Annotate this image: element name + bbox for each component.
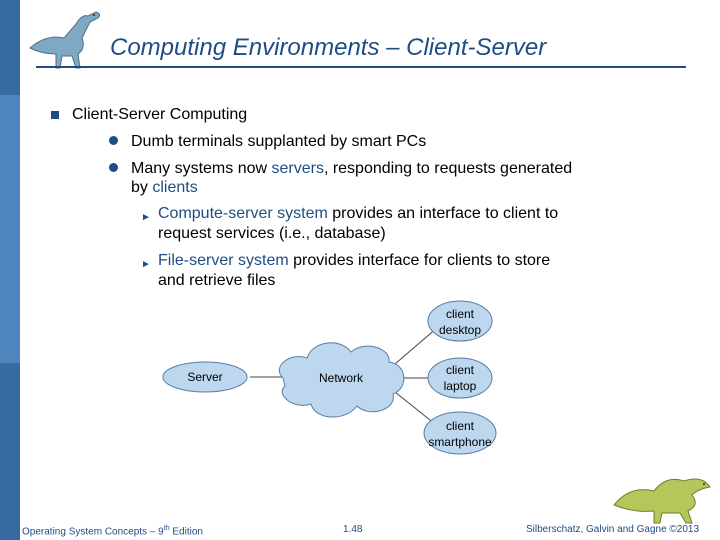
page-number: 1.48 xyxy=(343,524,363,535)
footer-authors: Silberschatz, Galvin and Gagne ©2013 xyxy=(526,524,700,535)
client-smartphone-label-2: smartphone xyxy=(428,435,492,449)
bullet-text-part: provides an interface to client to xyxy=(327,205,559,222)
bullet-text-part: and retrieve files xyxy=(158,272,276,289)
triangle-bullet-icon: ► xyxy=(141,212,151,223)
footer-text: Edition xyxy=(169,526,203,538)
client-laptop-label-1: client xyxy=(446,363,475,377)
footer-book-title: Operating System Concepts – 9th Edition xyxy=(22,525,203,537)
client-desktop-label-2: desktop xyxy=(439,323,481,337)
bullet-text-part: provides interface for clients to store xyxy=(288,252,551,269)
sidebar-band xyxy=(0,95,20,363)
circle-bullet-icon xyxy=(109,163,118,172)
client-server-diagram: Server Network client desktop client lap… xyxy=(162,300,497,455)
term-servers: servers xyxy=(271,160,324,177)
client-desktop-node xyxy=(427,300,493,342)
network-cloud xyxy=(278,342,405,418)
circle-bullet-icon xyxy=(109,136,118,145)
server-label: Server xyxy=(187,370,222,384)
bullet-text: Client-Server Computing xyxy=(72,106,248,123)
bullet-many-systems: Many systems now servers, responding to … xyxy=(109,159,573,197)
client-laptop-label-2: laptop xyxy=(444,379,477,393)
client-laptop-node xyxy=(427,357,493,399)
bullet-text-part: request services (i.e., database) xyxy=(158,225,386,242)
bullet-text: Dumb terminals supplanted by smart PCs xyxy=(131,133,427,150)
term-compute-server: Compute-server system xyxy=(158,205,328,222)
client-desktop-label-1: client xyxy=(446,307,475,321)
client-smartphone-node xyxy=(423,411,497,455)
bullet-text-part: by xyxy=(131,179,153,196)
slide-title: Computing Environments – Client-Server xyxy=(110,34,547,61)
dinosaur-footer-icon xyxy=(613,478,711,524)
bullet-text-part: Many systems now xyxy=(131,160,272,177)
footer-text: Operating System Concepts – 9 xyxy=(22,526,164,538)
sidebar-stripe xyxy=(0,0,20,540)
term-clients: clients xyxy=(152,179,198,196)
bullet-client-server-computing: Client-Server Computing xyxy=(51,106,248,124)
network-label: Network xyxy=(319,371,364,385)
bullet-dumb-terminals: Dumb terminals supplanted by smart PCs xyxy=(109,132,427,151)
footer-superscript: th xyxy=(163,525,170,532)
bullet-compute-server: ► Compute-server system provides an inte… xyxy=(141,204,559,244)
triangle-bullet-icon: ► xyxy=(141,259,151,270)
client-smartphone-label-1: client xyxy=(446,419,475,433)
bullet-text-part: , responding to requests generated xyxy=(323,160,573,177)
title-underline xyxy=(36,66,686,68)
term-file-server: File-server system xyxy=(158,252,289,269)
square-bullet-icon xyxy=(51,111,59,119)
bullet-file-server: ► File-server system provides interface … xyxy=(141,251,551,291)
server-node xyxy=(162,361,248,393)
dinosaur-logo-icon xyxy=(29,11,101,69)
